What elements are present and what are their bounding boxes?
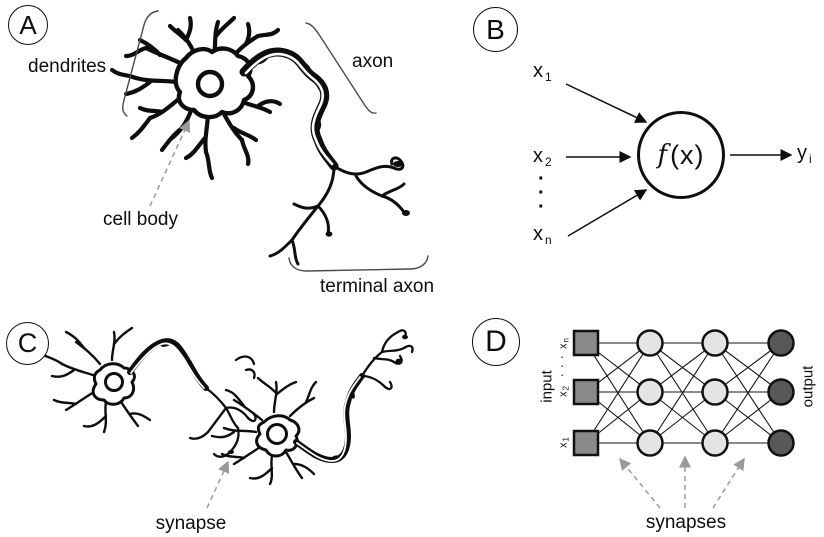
terminal-axon-brace (288, 255, 429, 272)
synapses-arrow-left (619, 457, 661, 509)
panel-a-badge: A (8, 5, 48, 45)
output-node (767, 329, 795, 357)
input-arrow-xn (567, 189, 648, 237)
neuron-illustration-a (109, 10, 429, 272)
input-node (572, 329, 600, 357)
node-ellipsis-dots: · · · (560, 349, 565, 382)
synapses-label: synapses (645, 512, 727, 533)
presynaptic-neuron (40, 326, 257, 458)
cell-body-arrow (149, 119, 191, 207)
input-node (572, 378, 600, 406)
panel-d-badge: D (472, 318, 520, 366)
output-node (767, 429, 795, 457)
hidden-node (701, 429, 729, 457)
panel-c-letter: C (17, 328, 38, 358)
dendrite-branches (109, 15, 283, 181)
dendrites-bracket (122, 10, 159, 117)
cell-body-soma (173, 46, 256, 120)
terminal-axon-label: terminal axon (319, 276, 435, 297)
input-axis-label: input (538, 370, 556, 403)
input-arrow-x1 (565, 83, 648, 123)
neuron-illustration-c (40, 326, 414, 509)
panel-b-letter: B (486, 13, 505, 45)
hidden-node (701, 329, 729, 357)
axon-label: axon (352, 51, 394, 72)
dendrites-label: dendrites (28, 56, 107, 77)
axon-fiber (239, 47, 339, 171)
node-label-x1: x1 (557, 437, 571, 448)
hidden-node (636, 329, 664, 357)
panel-b-badge: B (473, 7, 518, 52)
postsynaptic-neuron (210, 329, 414, 486)
network-edges (585, 342, 782, 444)
synapses-arrow-right (712, 457, 745, 509)
synapse-arrow (206, 460, 230, 509)
hidden-node (636, 429, 664, 457)
hidden-node (701, 378, 729, 406)
output-node (767, 378, 795, 406)
node-label-x2: x2 (557, 386, 571, 397)
terminal-axon-branches (268, 156, 410, 266)
network-svg (572, 329, 795, 509)
function-arg: (x) (670, 139, 705, 170)
neuron-function-circle: f(x) (637, 111, 725, 199)
cell-body-label: cell body (103, 209, 178, 230)
panel-d-letter: D (485, 325, 507, 358)
input-node (572, 429, 600, 457)
input-ellipsis-dots: · · · (538, 168, 545, 218)
synapse-label: synapse (155, 513, 227, 534)
panel-a-letter: A (19, 9, 37, 40)
panel-c-badge: C (6, 322, 49, 365)
hidden-node (636, 378, 664, 406)
network-nodes (572, 329, 795, 457)
function-name: f (657, 140, 669, 170)
output-axis-label: output (799, 365, 817, 408)
nucleus (195, 69, 225, 99)
